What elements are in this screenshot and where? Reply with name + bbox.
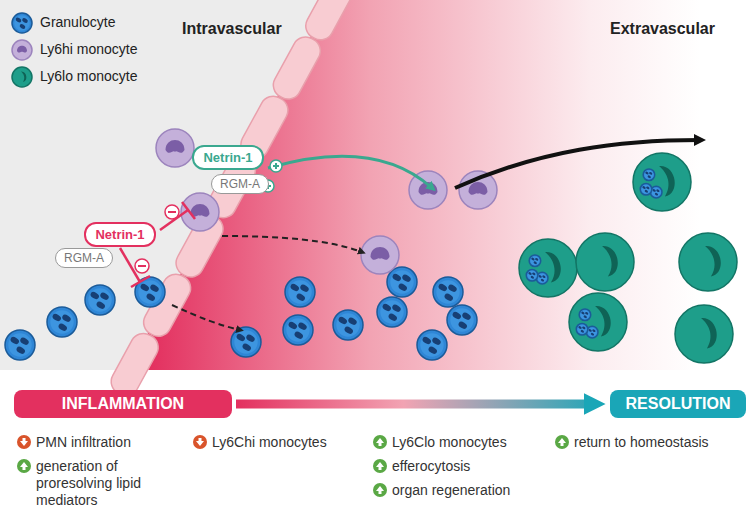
cells: [5, 129, 737, 363]
node-text: Netrin-1: [95, 227, 144, 242]
legend-label: Ly6hi monocyte: [40, 41, 138, 58]
tissue-gradient: [128, 0, 755, 370]
transmigration-arrow: [222, 236, 362, 252]
node-text: RESOLUTION: [626, 395, 731, 413]
outcome-label: Ly6Chi monocytes: [212, 434, 327, 451]
outcome-label: PMN infiltration: [36, 434, 131, 451]
factor-oval: Netrin-1: [192, 145, 263, 170]
receptor-oval: RGM-A: [211, 174, 269, 194]
outcome-label: return to homeostasis: [574, 434, 709, 451]
flow-arrow: [236, 400, 588, 409]
region-heading: Intravascular: [182, 20, 282, 37]
phase-box: INFLAMMATION: [14, 390, 232, 418]
outcome-label: generation of proresolving lipid mediato…: [36, 458, 156, 509]
node-text: RGM-A: [64, 251, 104, 265]
factor-oval: Netrin-1: [84, 222, 155, 247]
outcome-label: organ regeneration: [392, 482, 510, 499]
legend-label: Granulocyte: [40, 14, 115, 31]
promote-arrow: [268, 156, 432, 188]
migration-arrow: [455, 140, 700, 188]
background: [0, 0, 755, 370]
receptor-oval: RGM-A: [55, 248, 113, 268]
outcome-label: Ly6Clo monocytes: [392, 434, 507, 451]
region-heading: Extravascular: [610, 20, 715, 37]
legend-icons: [12, 13, 32, 87]
node-text: RGM-A: [220, 177, 260, 191]
vessel-wall: [107, 0, 358, 400]
node-text: INFLAMMATION: [62, 395, 184, 413]
legend-label: Ly6lo monocyte: [40, 68, 138, 85]
transmigration-arrow: [172, 305, 240, 330]
outcome-label: efferocytosis: [392, 458, 470, 475]
node-text: Netrin-1: [203, 150, 252, 165]
phase-box: RESOLUTION: [610, 390, 746, 418]
